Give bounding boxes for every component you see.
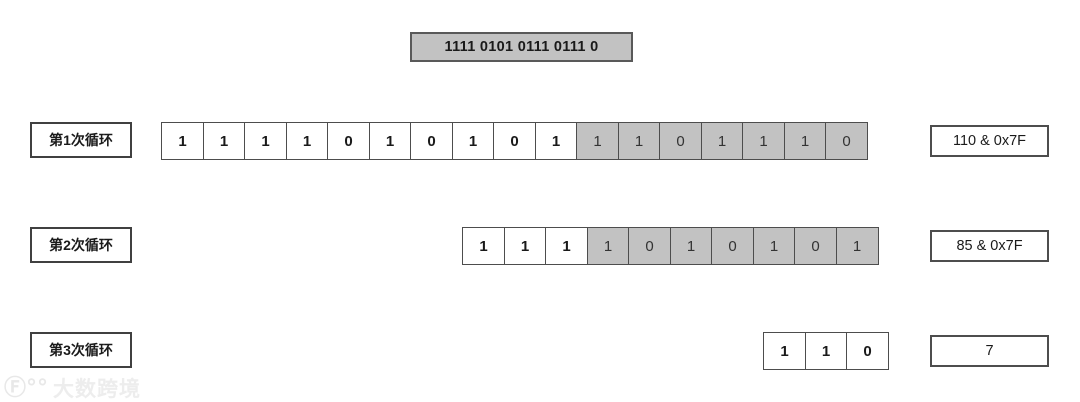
bit-cell: 1 — [783, 122, 827, 160]
source-binary-string-box: 1111 0101 0111 0111 0 — [410, 32, 633, 62]
bit-cell: 1 — [752, 227, 796, 265]
bit-cell: 1 — [244, 122, 287, 160]
result-box-3: 7 — [930, 335, 1049, 367]
round-label-2: 第2次循环 — [30, 227, 132, 263]
bit-cell: 1 — [586, 227, 630, 265]
bit-cell: 0 — [659, 122, 702, 160]
bit-cell: 0 — [794, 227, 837, 265]
watermark: Ⓕ°° 大数跨境 — [4, 378, 141, 400]
bit-cell: 1 — [804, 332, 848, 370]
bit-cell: 0 — [410, 122, 453, 160]
bit-cell: 0 — [327, 122, 370, 160]
bit-cell: 1 — [451, 122, 495, 160]
bit-cell: 1 — [202, 122, 246, 160]
bit-cell: 1 — [617, 122, 661, 160]
bit-cell: 1 — [835, 227, 879, 265]
bit-cell: 1 — [368, 122, 412, 160]
bit-cell: 1 — [700, 122, 744, 160]
result-box-1: 110 & 0x7F — [930, 125, 1049, 157]
bit-cell: 1 — [669, 227, 713, 265]
bit-cell: 1 — [763, 332, 806, 370]
bit-cell: 1 — [503, 227, 547, 265]
bit-cell: 0 — [825, 122, 868, 160]
bit-cell: 0 — [493, 122, 536, 160]
bit-cell: 0 — [711, 227, 754, 265]
bit-cell: 1 — [462, 227, 505, 265]
round-label-3: 第3次循环 — [30, 332, 132, 368]
bit-cell: 1 — [742, 122, 785, 160]
bit-cell: 1 — [161, 122, 204, 160]
result-box-2: 85 & 0x7F — [930, 230, 1049, 262]
watermark-logo-icon: Ⓕ°° — [4, 376, 49, 401]
bit-cell: 0 — [628, 227, 671, 265]
bit-cell: 0 — [846, 332, 889, 370]
bit-cell: 1 — [285, 122, 329, 160]
bit-cell: 1 — [545, 227, 588, 265]
watermark-text: 大数跨境 — [53, 377, 142, 401]
round-label-1: 第1次循环 — [30, 122, 132, 158]
bit-cell: 1 — [534, 122, 578, 160]
bit-cell: 1 — [576, 122, 619, 160]
